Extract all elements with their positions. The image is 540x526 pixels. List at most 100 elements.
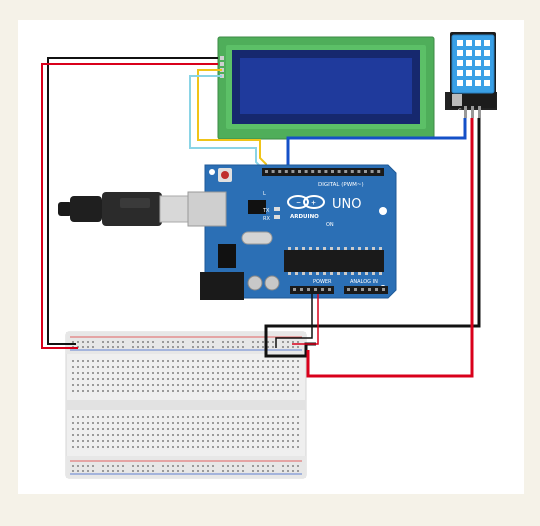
breadboard-hole [142,470,144,472]
chip-leg [323,247,326,250]
breadboard-hole [227,465,229,467]
wire-power-5v[interactable] [292,294,319,345]
chip-leg [372,247,375,250]
breadboard-hole [167,422,169,424]
breadboard-hole [117,378,119,380]
breadboard-hole [147,341,149,343]
breadboard-hole [157,416,159,418]
breadboard-hole [167,465,169,467]
chip-leg [316,272,319,275]
breadboard-hole [72,366,74,368]
breadboard-hole [122,422,124,424]
breadboard-hole [117,465,119,467]
breadboard-hole [202,384,204,386]
breadboard-hole [112,422,114,424]
breadboard-hole [202,366,204,368]
breadboard-hole [292,346,294,348]
breadboard-hole [132,346,134,348]
breadboard-hole [82,372,84,374]
breadboard-hole [252,366,254,368]
breadboard-hole [127,422,129,424]
breadboard-hole [147,390,149,392]
breadboard-hole [152,366,154,368]
breadboard-hole [187,446,189,448]
breadboard-hole [117,470,119,472]
breadboard-hole [247,390,249,392]
wire-red-right[interactable] [306,118,474,378]
breadboard-hole [247,446,249,448]
lcd-display[interactable] [217,36,435,140]
breadboard-hole [202,434,204,436]
breadboard-hole [87,378,89,380]
breadboard-hole [147,346,149,348]
breadboard-hole [72,360,74,362]
breadboard-hole [227,446,229,448]
dht11-sensor[interactable]: S [445,32,497,118]
breadboard-hole [192,384,194,386]
reset-button[interactable] [221,171,229,179]
breadboard-hole [87,366,89,368]
chip-leg [351,247,354,250]
breadboard-hole [217,422,219,424]
breadboard-hole [272,434,274,436]
chip-leg [379,247,382,250]
breadboard-hole [202,446,204,448]
breadboard-hole [247,360,249,362]
breadboard-hole [142,390,144,392]
breadboard-hole [107,422,109,424]
breadboard-hole [222,366,224,368]
breadboard-hole [157,440,159,442]
chip-leg [379,272,382,275]
breadboard-hole [162,422,164,424]
breadboard-hole [162,378,164,380]
breadboard-hole [172,470,174,472]
breadboard-hole [292,360,294,362]
breadboard-hole [192,470,194,472]
breadboard-hole [122,346,124,348]
breadboard-hole [142,434,144,436]
breadboard-hole [242,446,244,448]
lcd-screen [240,58,412,114]
breadboard-hole [107,465,109,467]
grille-slot [475,50,481,56]
breadboard-hole [292,366,294,368]
wire-black-left[interactable] [47,57,218,345]
breadboard-hole [197,446,199,448]
breadboard-hole [177,384,179,386]
breadboard-hole [132,416,134,418]
breadboard-hole [182,341,184,343]
breadboard-hole [132,465,134,467]
wire-red-left[interactable] [41,63,218,349]
breadboard-hole [167,390,169,392]
power-pin [293,288,296,291]
wire-power-gnd[interactable] [275,294,313,348]
breadboard-hole [212,434,214,436]
breadboard-hole [72,372,74,374]
breadboard-hole [122,428,124,430]
breadboard-hole [162,390,164,392]
arduino-uno[interactable]: DIGITAL (PWM~) L TX RX − + ARDUINO UNO O… [187,164,397,300]
wire-yellow[interactable] [197,69,267,172]
breadboard-hole [197,470,199,472]
breadboard-hole [227,390,229,392]
breadboard-hole [122,440,124,442]
breadboard-hole [207,360,209,362]
breadboard-hole [92,372,94,374]
breadboard-hole [207,378,209,380]
breadboard-hole [92,390,94,392]
breadboard-hole [212,390,214,392]
breadboard-hole [212,346,214,348]
breadboard-hole [287,384,289,386]
wire-blue[interactable] [286,118,467,168]
breadboard-hole [282,422,284,424]
breadboard-hole [97,384,99,386]
digital-pin [337,170,341,173]
breadboard-hole [137,434,139,436]
breadboard[interactable] [65,331,307,479]
breadboard-hole [142,378,144,380]
breadboard-hole [172,378,174,380]
breadboard-hole [207,470,209,472]
usb-cable[interactable] [58,192,189,226]
breadboard-hole [92,346,94,348]
breadboard-hole [187,384,189,386]
